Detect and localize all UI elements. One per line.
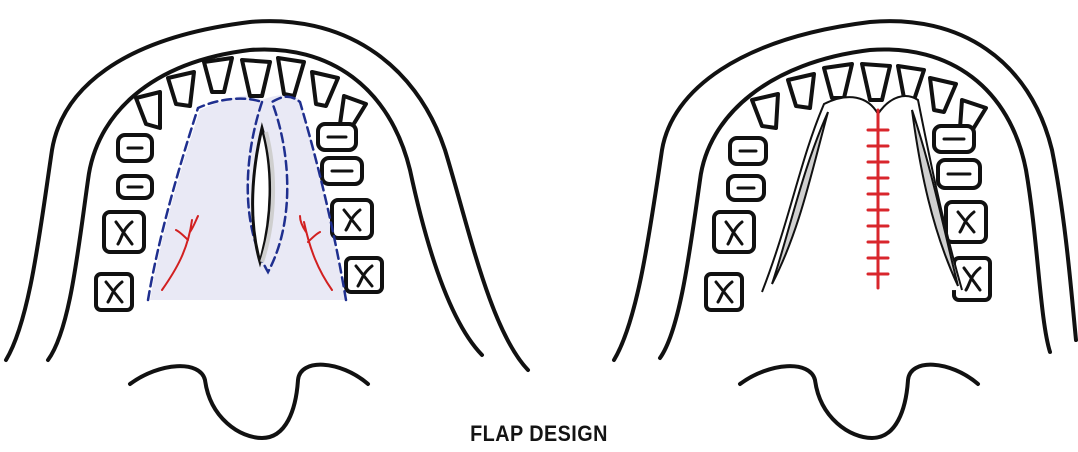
tooth [168, 72, 194, 106]
tooth [824, 64, 852, 98]
panel-after [614, 21, 1076, 438]
tooth [752, 94, 778, 128]
panel-before [6, 21, 528, 438]
tooth [242, 60, 270, 96]
tooth [136, 92, 160, 128]
tooth [898, 66, 924, 100]
tooth [788, 74, 814, 108]
figure-caption: FLAP DESIGN [54, 421, 1024, 447]
tooth [930, 78, 956, 112]
tooth [312, 72, 338, 106]
tooth [204, 58, 232, 92]
tooth [278, 58, 304, 96]
tooth [862, 64, 890, 100]
